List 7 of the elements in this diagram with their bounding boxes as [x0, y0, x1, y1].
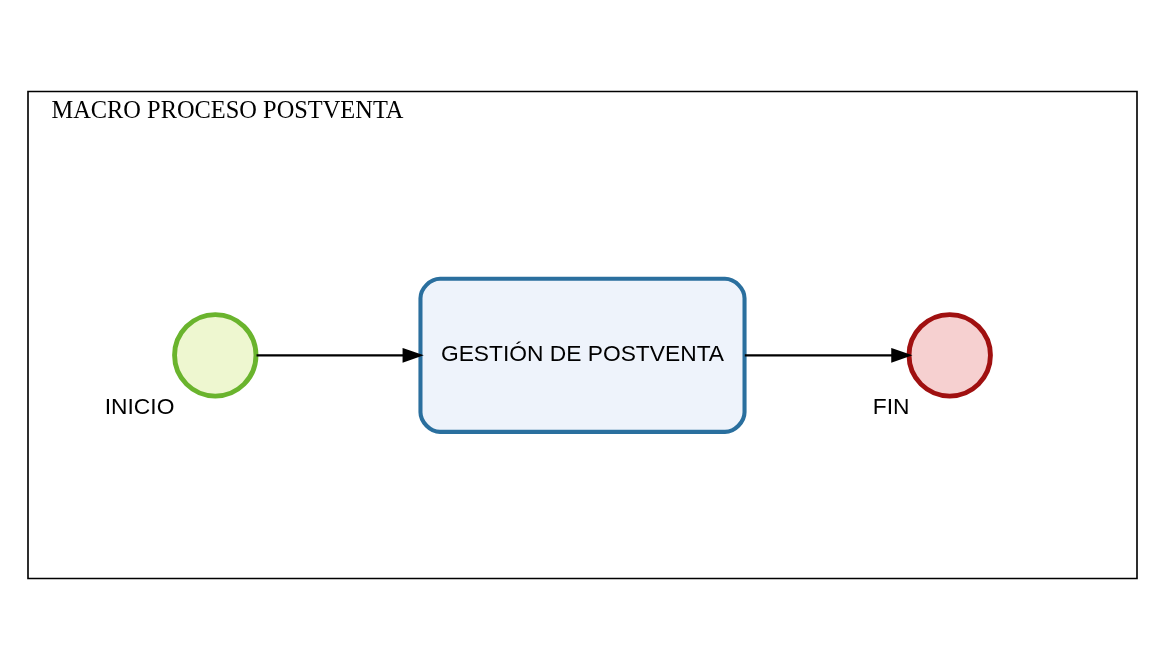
node-circle — [906, 311, 993, 398]
arrow — [256, 347, 424, 363]
node-circle — [172, 311, 259, 398]
node-box: GESTIÓN DE POSTVENTA — [418, 276, 747, 434]
node-label: INICIO — [104, 392, 175, 419]
arrow — [744, 347, 913, 363]
node-label: FIN — [872, 392, 910, 419]
